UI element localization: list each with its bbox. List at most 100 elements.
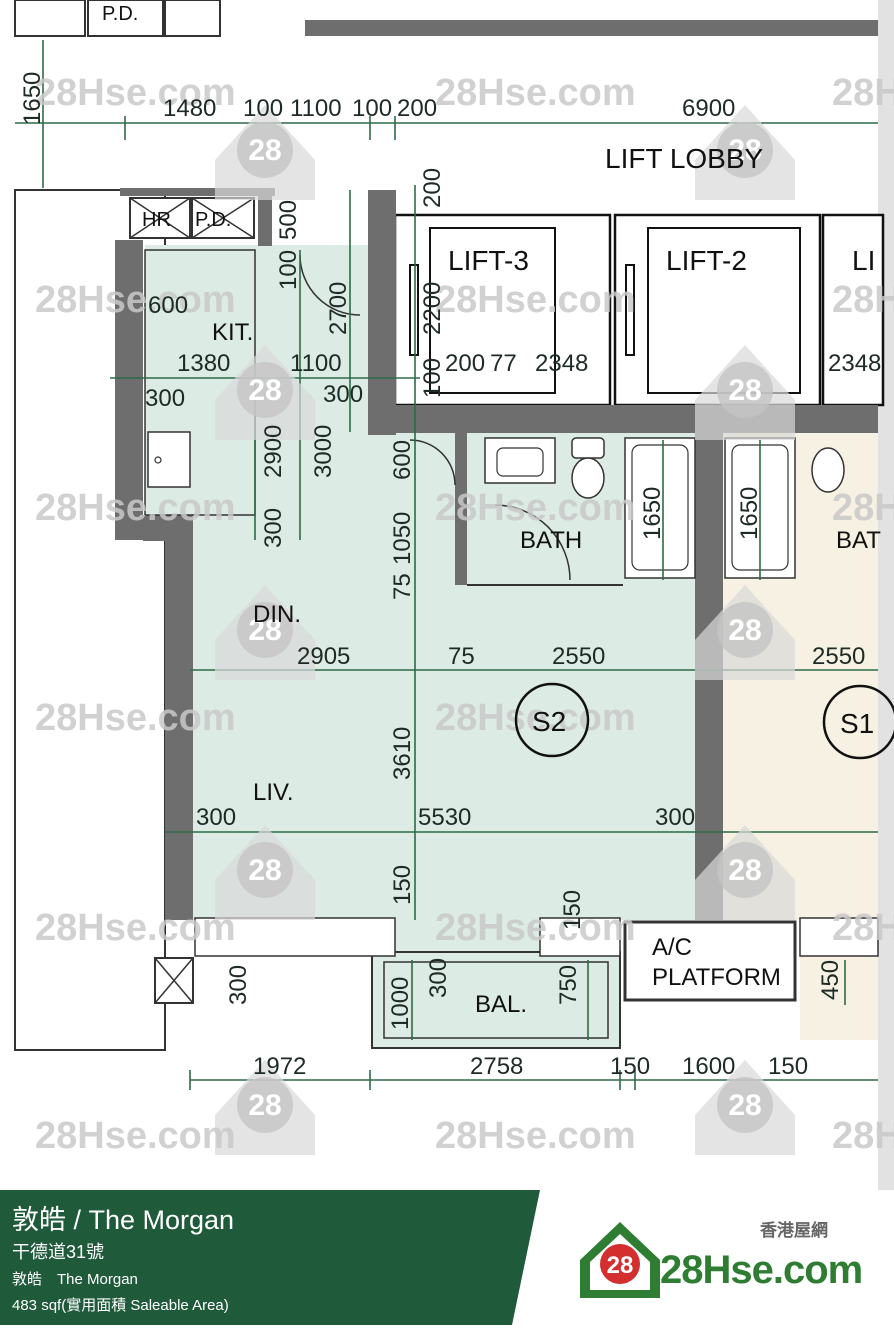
dim-text: 1100 xyxy=(290,95,342,122)
watermark-badge: 28 xyxy=(728,134,761,167)
watermark-badge: 28 xyxy=(248,614,281,647)
dim-text: 300 xyxy=(196,804,236,831)
dim-text: 150 xyxy=(559,890,586,930)
footer-info-band: 敦皓 / The Morgan 干德道31號 敦皓 The Morgan 483… xyxy=(0,1190,540,1325)
watermark-badge: 28 xyxy=(728,1089,761,1122)
watermark-text: 28Hse.com xyxy=(435,907,636,949)
dim-text: 100 xyxy=(243,95,283,122)
watermark-text: 28Hse.com xyxy=(35,697,236,739)
dim-text: 100 xyxy=(352,95,392,122)
room-label-balcony: BAL. xyxy=(475,991,527,1018)
dim-text: 2550 xyxy=(812,643,865,670)
dim-text: 600 xyxy=(148,292,188,319)
top-duct-box-2 xyxy=(164,0,221,37)
dim-text: 2700 xyxy=(325,282,352,335)
property-area: 483 sqf(實用面積 Saleable Area) xyxy=(12,1297,229,1314)
dim-text: 2348 xyxy=(828,350,881,377)
dim-text: 150 xyxy=(768,1053,808,1080)
dim-text: 300 xyxy=(323,381,363,408)
dim-text: 300 xyxy=(260,508,287,548)
bath-toilet-tank xyxy=(571,437,605,459)
unit-label-s2: S2 xyxy=(532,706,566,737)
brand-wordmark: 28Hse.com xyxy=(660,1248,863,1292)
room-label-bath-right: BAT xyxy=(836,527,881,554)
dim-text: 2348 xyxy=(535,350,588,377)
watermark-badge: 28 xyxy=(728,614,761,647)
window-sill-right xyxy=(539,917,621,957)
dim-text: 450 xyxy=(817,960,844,1000)
dim-text: 150 xyxy=(389,865,416,905)
lift-2-door xyxy=(625,264,635,356)
room-label-ac-platform: PLATFORM xyxy=(652,964,781,991)
watermark-text: 28Hse.com xyxy=(35,907,236,949)
dim-text: 100 xyxy=(419,358,446,398)
watermark-text: 28H xyxy=(832,72,894,114)
room-label-lift-3: LIFT-3 xyxy=(448,245,529,276)
dim-text: 75 xyxy=(389,573,416,600)
kitchen-sink xyxy=(147,431,191,488)
room-label-hr: HR xyxy=(142,209,171,231)
dim-text: 500 xyxy=(275,200,302,240)
bath-tub xyxy=(624,437,696,579)
property-title: 敦皓 / The Morgan xyxy=(12,1205,235,1235)
dim-text: 1480 xyxy=(163,95,216,122)
watermark-text: 28H xyxy=(832,279,894,321)
watermark-badge: 28 xyxy=(728,854,761,887)
house-logo-icon: 28 xyxy=(580,1222,660,1298)
dim-text: 1380 xyxy=(177,350,230,377)
watermark-text: 28H xyxy=(832,907,894,949)
floor-plan-drawing: 28 28 28 28 28 28 28 28 28 28 28Hse.com … xyxy=(14,0,894,1190)
room-label-ac: A/C xyxy=(652,934,692,961)
watermark-text: 28Hse.com xyxy=(435,279,636,321)
dim-text: 300 xyxy=(225,965,252,1005)
dim-text: 1650 xyxy=(736,487,763,540)
dim-text: 1650 xyxy=(639,487,666,540)
dim-text: 2550 xyxy=(552,643,605,670)
dim-text: 2200 xyxy=(419,282,446,335)
watermark-badges xyxy=(215,105,795,1155)
brand-badge-number: 28 xyxy=(607,1252,634,1279)
dim-text: 1600 xyxy=(682,1053,735,1080)
entry-door-swing xyxy=(409,439,456,486)
brand-logo[interactable]: 28 xyxy=(575,1220,845,1302)
room-label-bath: BATH xyxy=(520,527,582,554)
dim-text: 200 xyxy=(445,350,485,377)
dim-text: 200 xyxy=(397,95,437,122)
watermark-text: 28Hse.com xyxy=(435,72,636,114)
dim-text: 2905 xyxy=(297,643,350,670)
dim-text: 1100 xyxy=(290,350,342,377)
top-pd-box xyxy=(87,0,164,37)
watermark-badge: 28 xyxy=(248,854,281,887)
room-label-kitchen: KIT. xyxy=(212,319,253,346)
floor-plan: 28 28 28 28 28 28 28 28 28 28 28Hse.com … xyxy=(14,0,894,1190)
kitchen-door-swing xyxy=(299,254,361,316)
dim-text: 1000 xyxy=(387,977,414,1030)
room-label-lift-1: LI xyxy=(852,245,875,276)
dim-text: 5530 xyxy=(418,804,471,831)
watermark-badge: 28 xyxy=(248,1089,281,1122)
watermark-text: 28Hse.com xyxy=(435,697,636,739)
watermark-text: 28H xyxy=(832,1115,894,1157)
dim-text: 750 xyxy=(555,965,582,1005)
dim-text: 3610 xyxy=(389,727,416,780)
footer: 敦皓 / The Morgan 干德道31號 敦皓 The Morgan 483… xyxy=(0,1190,894,1325)
balcony xyxy=(371,951,621,1049)
watermark-text: 28H xyxy=(832,487,894,529)
watermark-badge: 28 xyxy=(248,374,281,407)
watermark-text: 28Hse.com xyxy=(435,1115,636,1157)
watermark-text: 28Hse.com xyxy=(35,279,236,321)
watermark-text: 28Hse.com xyxy=(435,487,636,529)
dim-text: 150 xyxy=(610,1053,650,1080)
unit-s2-area xyxy=(145,245,700,1040)
brand-chinese-name: 香港屋網 xyxy=(760,1221,828,1240)
unit-s2-circle xyxy=(514,682,590,758)
dim-text: 6900 xyxy=(682,95,735,122)
top-duct-box xyxy=(14,0,86,37)
dim-text: 300 xyxy=(145,385,185,412)
right-margin xyxy=(878,0,894,1190)
dim-text: 300 xyxy=(655,804,695,831)
watermark-badge: 28 xyxy=(728,374,761,407)
dim-text: 3000 xyxy=(310,425,337,478)
lift-3-door xyxy=(409,264,419,356)
dim-text: 200 xyxy=(419,168,446,208)
